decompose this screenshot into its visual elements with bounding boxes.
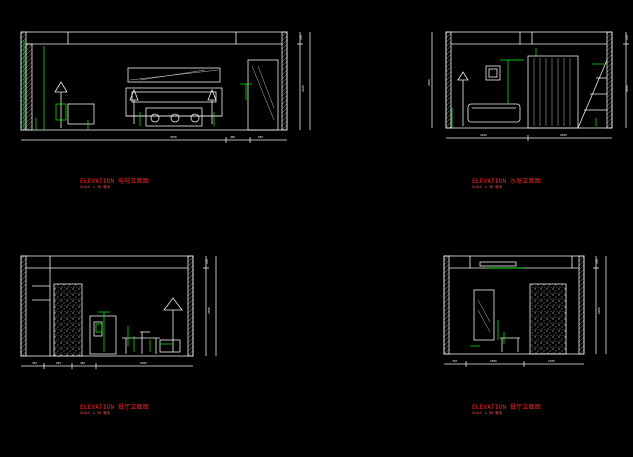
elevation-a-caption: ELEVATION 电视立面图 SCALE 1:30 毫米 <box>80 178 149 189</box>
sofa-b <box>467 103 521 123</box>
elevation-d-caption: ELEVATION 餐厅立面图 SCALE 1:30 毫米 <box>472 404 541 415</box>
elevation-d <box>443 255 607 367</box>
elevation-c-title: ELEVATION <box>80 404 115 411</box>
elevation-d-dim-bottom-3: 1500 <box>548 359 555 363</box>
elevation-c-caption: ELEVATION 餐厅立面图 SCALE 1:30 毫米 <box>80 404 149 415</box>
elevation-c-wall-left <box>20 255 27 357</box>
elevation-b-dim-right-2: 2600 <box>625 85 629 92</box>
elevation-d-dim-bottom-1: 700 <box>452 359 457 363</box>
elevation-c-dim-bottom-2: 600 <box>56 361 61 365</box>
curtain <box>527 55 579 129</box>
elevation-b-wall-right <box>606 31 613 129</box>
elevation-b <box>431 31 629 141</box>
elevation-a-dim-bottom-2: 400 <box>230 135 235 139</box>
elevation-d-dim-right-1: 250 <box>595 259 599 264</box>
floor-lamp-b <box>457 71 469 81</box>
elevation-b-wall-left <box>445 31 452 129</box>
elevation-b-name: 沙发立面图 <box>509 178 541 185</box>
tv-wall-panel <box>127 67 221 83</box>
picture-frame <box>485 65 501 81</box>
elevation-a-annotations <box>23 40 252 130</box>
lamp-right <box>207 88 217 101</box>
elevation-d-annotations <box>470 267 524 347</box>
elevation-d-name: 餐厅立面图 <box>509 404 541 411</box>
elevation-b-scale: SCALE 1:30 毫米 <box>472 185 503 189</box>
sideboard-c <box>89 315 117 355</box>
elevation-c-dim-right-1: 250 <box>205 259 209 264</box>
elevation-b-title: ELEVATION <box>472 178 507 185</box>
elevation-a <box>20 31 311 143</box>
elevation-d-dim-right-2: 2600 <box>597 307 601 314</box>
floor-lamp-a <box>54 81 68 93</box>
elevation-b-caption: ELEVATION 沙发立面图 SCALE 1:30 毫米 <box>472 178 541 189</box>
elevation-a-scale: SCALE 1:30 毫米 <box>80 185 111 189</box>
elevation-b-dim-bottom-2: 1800 <box>560 133 567 137</box>
sofa-front <box>145 107 203 127</box>
elevation-d-wall-right <box>578 255 585 355</box>
elevation-c-dim-bottom-3: 400 <box>80 361 85 365</box>
door-a <box>247 59 279 131</box>
decor-panel-d <box>529 283 567 355</box>
elevation-b-dim-bottom-1: 2200 <box>480 133 487 137</box>
mirror-d <box>473 289 495 341</box>
elevation-a-dim-bottom-3: 600 <box>258 135 263 139</box>
elevation-a-dim-right-2: 2600 <box>301 85 305 92</box>
lamp-left <box>129 88 139 101</box>
elevation-d-dim-bottom-2: 1800 <box>490 359 497 363</box>
elevation-a-dim-right-1: 250 <box>299 35 303 40</box>
elevation-a-wall-right <box>281 31 288 131</box>
elevation-d-scale: SCALE 1:30 毫米 <box>472 411 503 415</box>
decor-panel-c <box>53 283 83 357</box>
elevation-c-scale: SCALE 1:30 毫米 <box>80 411 111 415</box>
elevation-b-dim-right-1: 250 <box>625 35 629 40</box>
elevation-b-dim-left-1: 2800 <box>427 79 431 86</box>
elevation-c <box>20 255 217 369</box>
elevation-a-name: 电视立面图 <box>117 178 149 185</box>
elevation-a-dim-bottom-1: 2600 <box>170 135 177 139</box>
elevation-b-annotations <box>451 48 604 128</box>
elevation-c-dim-bottom-1: 450 <box>32 361 37 365</box>
floor-lamp-c <box>163 297 183 311</box>
elevation-a-wall-left <box>20 31 27 131</box>
elevation-a-title: ELEVATION <box>80 178 115 185</box>
elevation-c-dim-right-2: 2600 <box>207 307 211 314</box>
elevation-c-wall-right <box>187 255 194 357</box>
elevation-c-dim-bottom-4: 1800 <box>140 361 147 365</box>
elevation-c-annotations <box>95 311 172 352</box>
elevation-c-name: 餐厅立面图 <box>117 404 149 411</box>
elevation-b-outline <box>445 31 613 129</box>
elevation-d-title: ELEVATION <box>472 404 507 411</box>
elevation-d-wall-left <box>443 255 450 355</box>
